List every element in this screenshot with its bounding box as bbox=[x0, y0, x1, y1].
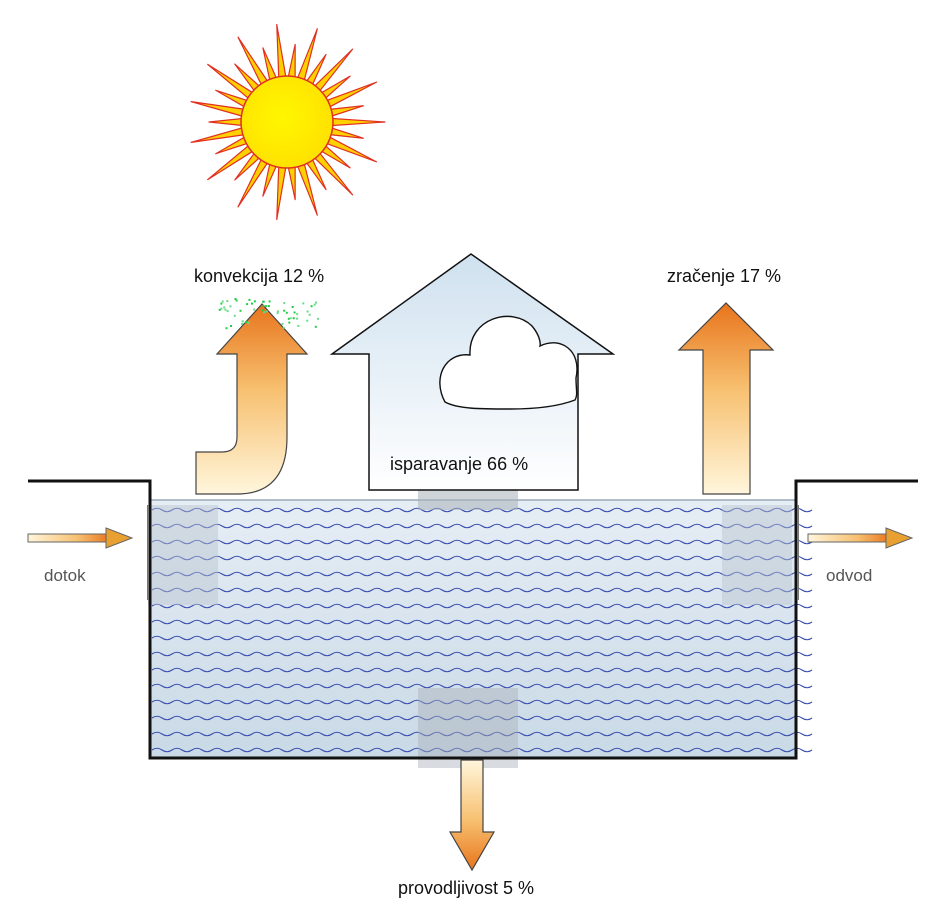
inflow-arrow bbox=[27, 527, 134, 549]
inflow-zone bbox=[148, 505, 218, 605]
outflow-arrow bbox=[807, 527, 914, 549]
convection-label: konvekcija 12 % bbox=[194, 266, 325, 286]
evaporation-zone bbox=[418, 488, 518, 510]
cloud-icon bbox=[439, 315, 578, 410]
radiation-label: zračenje 17 % bbox=[667, 266, 782, 286]
water-body bbox=[150, 500, 796, 758]
conduction-zone bbox=[418, 688, 518, 768]
steam-particles bbox=[218, 298, 319, 330]
outflow-zone bbox=[722, 505, 792, 605]
basin-outline bbox=[28, 479, 918, 760]
evaporation-label: isparavanje 66 % bbox=[390, 454, 529, 474]
conduction-arrow bbox=[448, 759, 496, 872]
inflow-label: dotok bbox=[44, 566, 86, 585]
outflow-label: odvod bbox=[826, 566, 873, 585]
conduction-label: provodljivost 5 % bbox=[398, 878, 535, 898]
radiation-arrow bbox=[677, 302, 775, 495]
sun-icon bbox=[190, 23, 386, 221]
water-waves bbox=[151, 507, 813, 753]
convection-arrow bbox=[195, 303, 309, 495]
